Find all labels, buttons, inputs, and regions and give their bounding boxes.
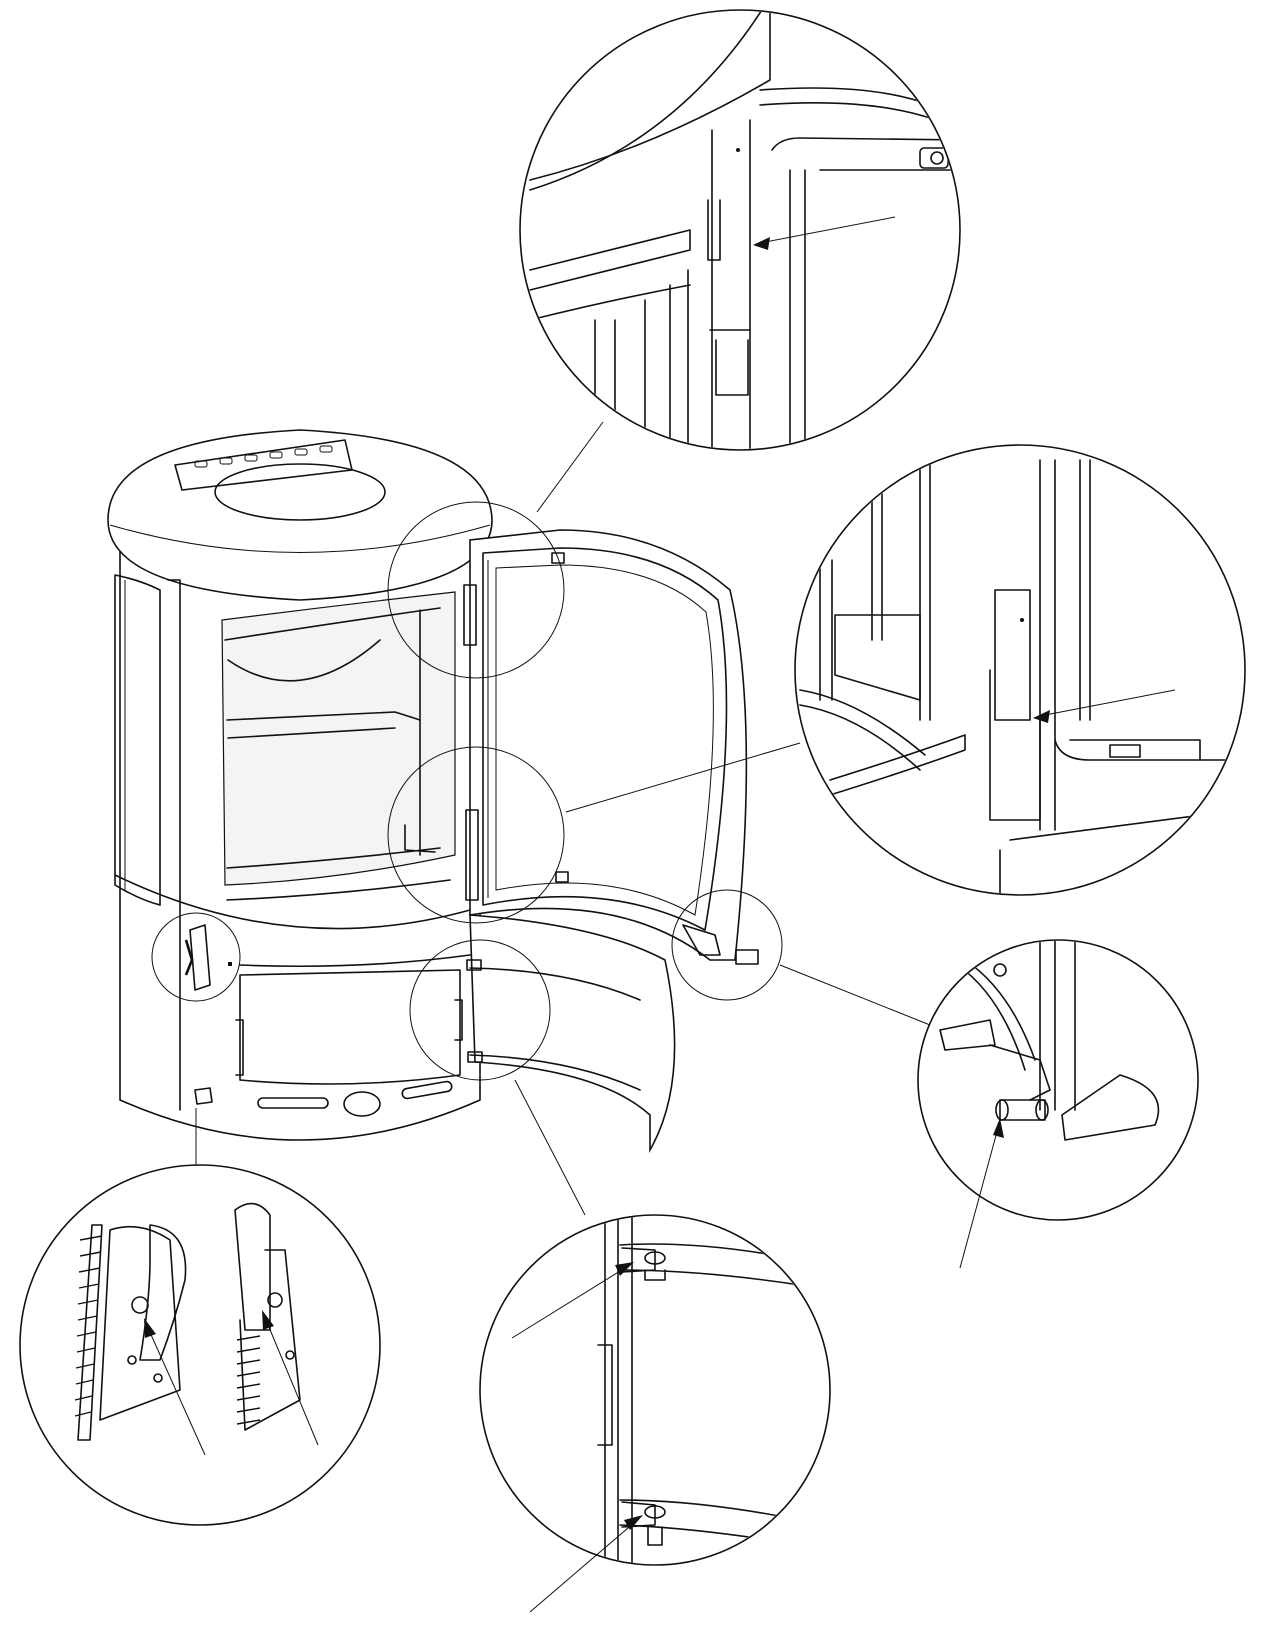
- middle-hinge-detail-circle: [794, 444, 1246, 896]
- hinge-barrel: [994, 589, 1031, 721]
- top-vent-slots: [194, 445, 333, 468]
- latch-pivot-left: [131, 1296, 149, 1314]
- middle-hinge-marker: [387, 746, 565, 924]
- spring-latch-detail: [19, 1164, 381, 1526]
- control-knob: [194, 1087, 213, 1105]
- left-side-panel: [114, 574, 161, 906]
- ash-compartment: [239, 969, 461, 1085]
- door-glass-panel: [482, 547, 728, 931]
- spring-left: [77, 1224, 103, 1441]
- stove-door-open: [463, 529, 759, 965]
- ash-door-hinge-detail: [479, 1214, 831, 1613]
- spring-latch-marker: [151, 912, 241, 1002]
- top-hinge-pointer: [759, 216, 896, 244]
- door-latch-pointer: [959, 1127, 999, 1269]
- stove-body-outline: [119, 534, 481, 1141]
- latch-pivot-right: [267, 1292, 283, 1308]
- door-latch-marker: [671, 889, 783, 1001]
- upper-door-hinge: [463, 584, 477, 646]
- middle-hinge-detail: [794, 444, 1246, 896]
- ash-door-hinge-bottom: [467, 1051, 483, 1063]
- middle-hinge-pointer: [1039, 689, 1176, 717]
- door-latch: [682, 924, 721, 956]
- stove-top-cap: [107, 429, 493, 601]
- baffle-plate: [227, 639, 381, 682]
- bottom-vent-left: [257, 1097, 329, 1109]
- spring-latch-pointer-left: [147, 1327, 206, 1456]
- ash-door-hinge-top: [466, 959, 482, 971]
- top-hinge-marker: [387, 501, 565, 679]
- door-latch-detail-circle: [917, 939, 1199, 1221]
- ash-hinge-pointer-top: [511, 1267, 626, 1339]
- door-frame: [469, 529, 748, 961]
- bottom-vent-right: [401, 1080, 453, 1100]
- ash-door-panel: [469, 914, 676, 1154]
- door-foot: [735, 949, 759, 965]
- top-hinge-detail-circle: [519, 9, 961, 451]
- bottom-vent-round: [343, 1091, 381, 1117]
- ash-door-hinge-marker: [409, 939, 551, 1081]
- latch-roller: [999, 1099, 1046, 1121]
- ash-door-hinge-detail-circle: [479, 1214, 831, 1566]
- leader-lines: [195, 421, 931, 1216]
- firebox-opening: [221, 591, 456, 886]
- spring-latch-detail-circle: [19, 1164, 381, 1526]
- top-hinge-detail: [519, 9, 961, 451]
- spring-latch-pointer-right: [265, 1319, 319, 1446]
- flue-outlet: [214, 463, 386, 521]
- door-glass-clip-bottom: [555, 871, 569, 883]
- ash-hinge-pointer-bottom: [529, 1521, 636, 1613]
- top-vent-grille: [174, 439, 353, 491]
- stove-body: [107, 429, 493, 1141]
- callout-markers: [151, 501, 783, 1081]
- lower-door-hinge: [465, 809, 479, 901]
- door-glass-clip-top: [551, 552, 565, 564]
- door-latch-detail: [917, 939, 1199, 1269]
- ash-door-open: [454, 914, 676, 1154]
